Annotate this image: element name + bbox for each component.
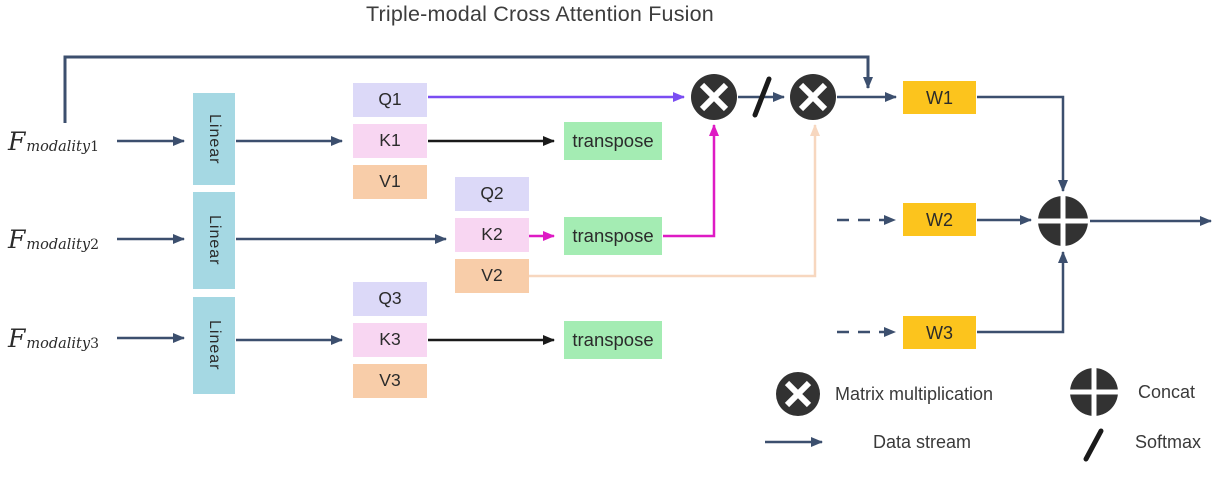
w1-box: W1 bbox=[903, 81, 976, 114]
v3-box: V3 bbox=[353, 364, 427, 398]
input-index: 3 bbox=[90, 336, 99, 352]
input-subscript: modality bbox=[26, 237, 91, 253]
transpose-block-3: transpose bbox=[564, 321, 662, 359]
softmax-slash-icon bbox=[752, 76, 772, 118]
w2-box: W2 bbox=[903, 203, 976, 236]
linear-block-3: Linear bbox=[193, 297, 235, 394]
w3-box: W3 bbox=[903, 316, 976, 349]
input-symbol: F bbox=[8, 323, 26, 353]
wire-skip-f1-to-w1-junction bbox=[63, 55, 873, 123]
legend-label-data-stream: Data stream bbox=[873, 432, 972, 452]
legend-label-matrix-multiplication: Matrix multiplication bbox=[835, 384, 994, 404]
wire-w3-to-concat bbox=[977, 251, 1068, 334]
k1-box: K1 bbox=[353, 124, 427, 158]
linear-block-2: Linear bbox=[193, 192, 235, 289]
transpose-block-2: transpose bbox=[564, 217, 662, 255]
v1-box: V1 bbox=[353, 165, 427, 199]
diagram-title: Triple-modal Cross Attention Fusion bbox=[366, 2, 714, 26]
transpose-block-1: transpose bbox=[564, 122, 662, 160]
input-symbol: F bbox=[8, 126, 26, 156]
legend-softmax-slash-icon bbox=[1083, 428, 1104, 462]
wire-transpose2-to-matmul1 bbox=[663, 124, 719, 238]
matrix-multiplication-icon bbox=[691, 74, 737, 120]
matrix-multiplication-icon bbox=[790, 74, 836, 120]
legend-label-concat: Concat bbox=[1138, 382, 1196, 402]
legend-label-softmax: Softmax bbox=[1135, 432, 1202, 452]
concat-icon bbox=[1038, 196, 1088, 246]
wire-w1-to-concat bbox=[977, 95, 1068, 192]
q1-box: Q1 bbox=[353, 83, 427, 117]
q3-box: Q3 bbox=[353, 282, 427, 316]
v2-box: V2 bbox=[455, 259, 529, 293]
q2-box: Q2 bbox=[455, 177, 529, 211]
legend-matrix-multiplication-icon bbox=[776, 372, 820, 416]
k2-box: K2 bbox=[455, 218, 529, 252]
input-index: 2 bbox=[90, 237, 99, 253]
input-symbol: F bbox=[8, 224, 26, 254]
legend-concat-icon bbox=[1070, 368, 1118, 416]
input-subscript: modality bbox=[26, 336, 91, 352]
k3-box: K3 bbox=[353, 323, 427, 357]
linear-block-1: Linear bbox=[193, 93, 235, 185]
input-index: 1 bbox=[90, 139, 99, 155]
wire-v2-to-matmul2 bbox=[529, 124, 820, 278]
input-subscript: modality bbox=[26, 139, 91, 155]
